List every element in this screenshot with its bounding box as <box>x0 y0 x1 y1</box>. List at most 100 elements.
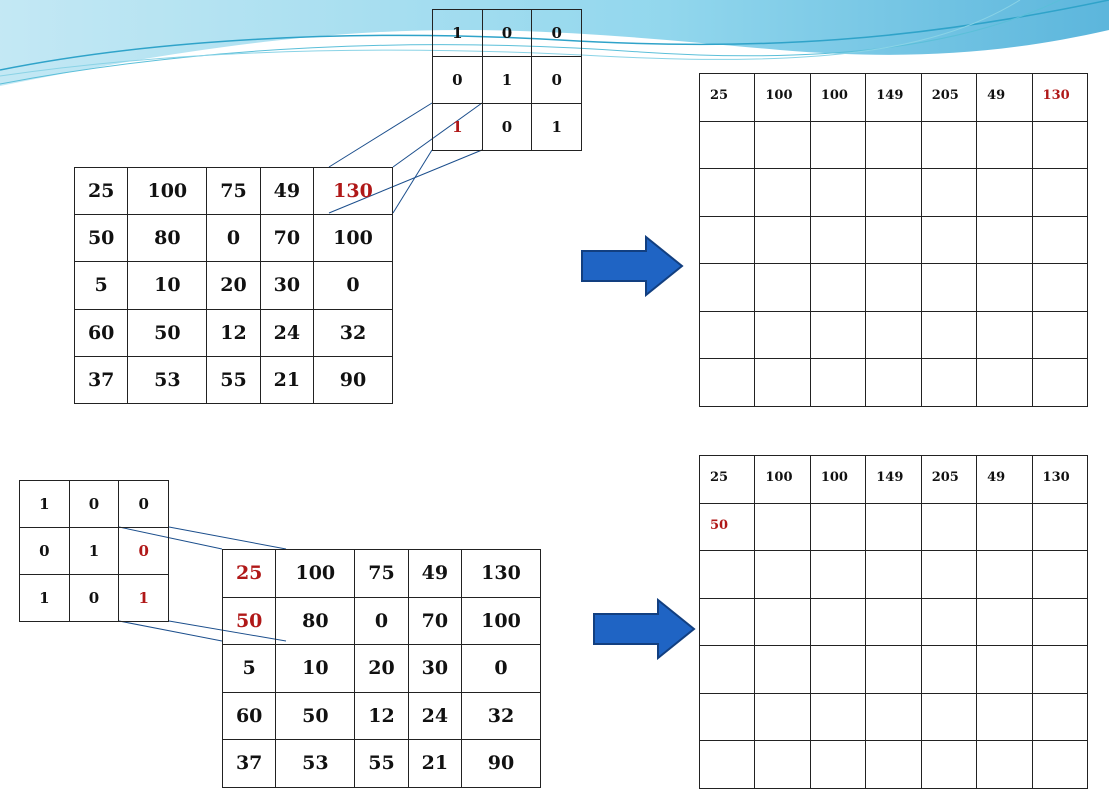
output-cell <box>698 120 756 169</box>
output-cell <box>920 502 978 551</box>
output-cell <box>865 358 922 407</box>
output-cell: 25 <box>698 73 756 122</box>
output-cell <box>754 215 811 264</box>
output-cell <box>865 692 922 741</box>
input-cell: 10 <box>275 644 356 693</box>
output-cell <box>809 168 867 217</box>
kernel-cell: 1 <box>19 480 70 528</box>
input-cell: 12 <box>354 691 409 740</box>
output-cell <box>698 692 756 741</box>
input-cell: 0 <box>312 261 394 310</box>
input-cell-highlighted: 50 <box>221 596 277 645</box>
output-cell <box>1031 120 1089 169</box>
output-cell <box>865 550 922 599</box>
input-cell: 30 <box>407 644 462 693</box>
kernel-cell: 0 <box>19 527 70 575</box>
input-cell: 20 <box>206 261 261 310</box>
output-cell <box>1031 263 1089 312</box>
output-cell: 49 <box>976 455 1033 504</box>
right-arrow-icon <box>581 235 684 297</box>
output-cell <box>754 263 811 312</box>
output-cell <box>809 692 867 741</box>
output-cell <box>865 645 922 694</box>
output-cell <box>754 740 811 789</box>
output-cell-highlighted: 130 <box>1031 73 1089 122</box>
output-cell <box>809 597 867 646</box>
output-cell <box>920 120 978 169</box>
output-cell <box>754 168 811 217</box>
output-cell <box>754 310 811 359</box>
output-cell <box>698 215 756 264</box>
input-cell: 55 <box>206 355 261 405</box>
output-cell <box>920 358 978 407</box>
input-cell: 60 <box>221 691 277 740</box>
output-cell <box>809 645 867 694</box>
input-cell: 49 <box>259 166 314 216</box>
output-cell <box>920 168 978 217</box>
output-cell <box>809 550 867 599</box>
kernel-cell: 0 <box>68 574 120 622</box>
right-arrow-icon <box>593 598 696 660</box>
input-cell-highlighted: 130 <box>312 166 394 216</box>
output-cell <box>865 168 922 217</box>
kernel-cell-highlighted: 0 <box>118 527 169 575</box>
input-cell: 37 <box>221 739 277 788</box>
input-cell: 50 <box>73 214 129 263</box>
input-cell: 37 <box>73 355 129 405</box>
kernel-cell: 0 <box>68 480 120 528</box>
output-cell <box>1031 692 1089 741</box>
output-cell <box>865 502 922 551</box>
output-cell <box>1031 597 1089 646</box>
output-cell: 149 <box>865 455 922 504</box>
output-cell <box>865 740 922 789</box>
input-cell: 5 <box>221 644 277 693</box>
input-cell: 53 <box>127 355 208 405</box>
output-cell: 149 <box>865 73 922 122</box>
input-cell: 100 <box>312 214 394 263</box>
input-cell: 100 <box>275 549 356 598</box>
output-cell <box>754 597 811 646</box>
kernel-cell: 1 <box>68 527 120 575</box>
kernel-cell: 0 <box>531 56 582 104</box>
output-cell <box>809 120 867 169</box>
output-cell <box>976 215 1033 264</box>
output-cell <box>865 597 922 646</box>
output-cell <box>865 263 922 312</box>
output-cell <box>754 645 811 694</box>
output-cell <box>1031 215 1089 264</box>
output-cell: 100 <box>809 455 867 504</box>
output-cell <box>976 550 1033 599</box>
output-cell <box>976 120 1033 169</box>
output-cell <box>1031 168 1089 217</box>
input-cell-highlighted: 25 <box>221 549 277 598</box>
input-cell: 80 <box>127 214 208 263</box>
kernel-cell-highlighted: 1 <box>432 103 483 151</box>
kernel-cell: 1 <box>531 103 582 151</box>
input-cell: 55 <box>354 739 409 788</box>
kernel-cell-highlighted: 1 <box>118 574 169 622</box>
output-cell: 49 <box>976 73 1033 122</box>
output-cell <box>809 263 867 312</box>
input-cell: 24 <box>407 691 462 740</box>
kernel-top: 1 0 0 0 1 0 1 0 1 <box>432 9 582 151</box>
output-cell <box>976 310 1033 359</box>
output-cell <box>920 550 978 599</box>
output-cell <box>698 597 756 646</box>
input-cell: 30 <box>259 261 314 310</box>
input-cell: 100 <box>127 166 208 216</box>
output-cell <box>976 597 1033 646</box>
output-cell <box>754 550 811 599</box>
input-matrix-bottom: 25 100 75 49 130 50 80 0 70 100 5 10 20 … <box>221 549 542 788</box>
input-cell: 0 <box>206 214 261 263</box>
output-cell: 100 <box>754 73 811 122</box>
output-cell-highlighted: 50 <box>698 502 756 551</box>
output-cell <box>1031 550 1089 599</box>
input-cell: 12 <box>206 308 261 357</box>
input-cell: 80 <box>275 596 356 645</box>
output-cell: 130 <box>1031 455 1089 504</box>
output-cell <box>920 645 978 694</box>
output-matrix-top: 25 100 100 149 205 49 130 <box>698 73 1089 407</box>
output-cell <box>754 692 811 741</box>
input-cell: 32 <box>312 308 394 357</box>
output-cell <box>754 358 811 407</box>
